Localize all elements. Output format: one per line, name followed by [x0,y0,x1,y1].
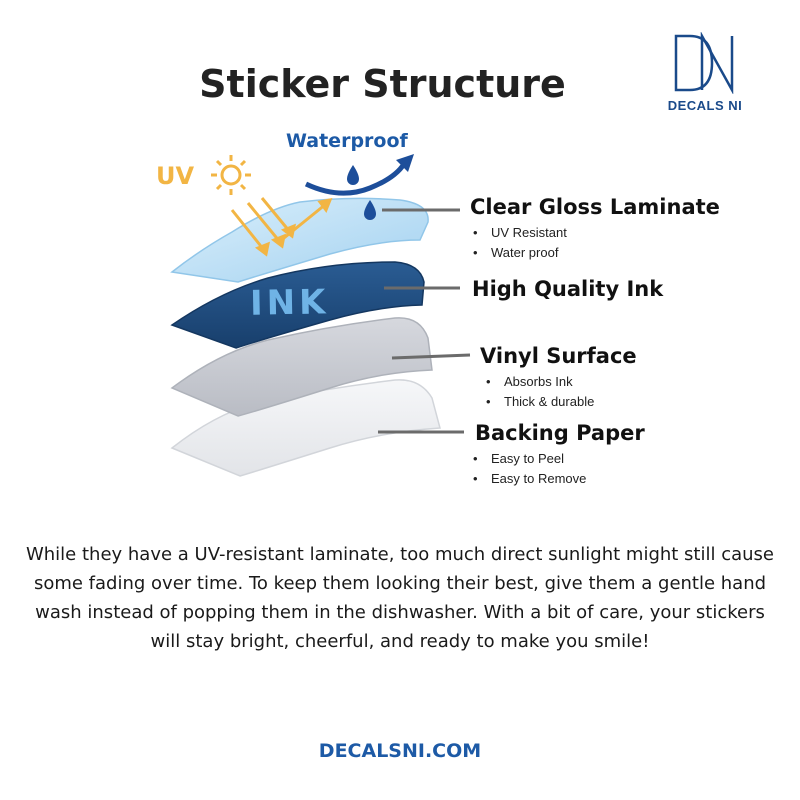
layer-description-vinyl: Vinyl Surface Absorbs Ink Thick & durabl… [480,344,637,412]
layer-bullet: Easy to Peel [473,449,645,469]
layer-bullet: Thick & durable [486,392,637,412]
ink-layer-label: INK [249,282,330,324]
waterproof-arrow-icon [304,154,414,196]
layer-description-ink: High Quality Ink [472,277,663,301]
layer-description-backing: Backing Paper Easy to Peel Easy to Remov… [475,421,645,489]
water-drop-icon [364,200,376,220]
layer-bullet: Absorbs Ink [486,372,637,392]
uv-label: UV [156,162,195,190]
laminate-layer [170,197,429,283]
layer-bullet: Water proof [473,243,720,263]
logo-text: DECALS NI [667,98,743,113]
vinyl-leader-line [391,353,471,360]
dn-logo-mark-icon [674,32,734,94]
sticker-layers-diagram [170,154,471,477]
ink-layer [170,261,425,349]
layer-title: Vinyl Surface [480,344,637,368]
layer-bullet: Easy to Remove [473,469,645,489]
vinyl-surface-layer [170,317,433,417]
footer-website-link[interactable]: DECALSNI.COM [318,740,482,762]
layer-title: Clear Gloss Laminate [470,195,720,219]
layer-bullet: UV Resistant [473,223,720,243]
care-description: While they have a UV-resistant laminate,… [25,544,775,652]
layer-title: Backing Paper [475,421,645,445]
uv-rays-icon [230,197,333,257]
layer-description-laminate: Clear Gloss Laminate UV Resistant Water … [470,195,720,263]
brand-logo: DECALS NI [655,32,755,122]
water-drop-icon [347,165,359,185]
sun-icon [211,155,251,195]
page-title: Sticker Structure [199,62,566,106]
waterproof-label: Waterproof [286,130,408,152]
layer-title: High Quality Ink [472,277,664,301]
